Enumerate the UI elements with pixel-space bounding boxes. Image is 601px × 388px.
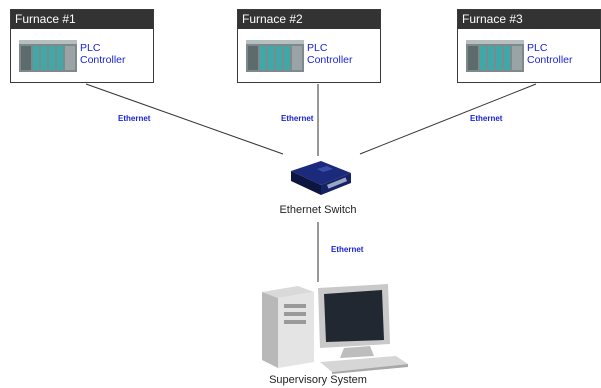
ethernet-label-furnace2: Ethernet <box>281 114 314 123</box>
plc-controller-icon <box>466 40 524 72</box>
plc-label-line2: Controller <box>307 54 353 66</box>
furnace-1-title: Furnace #1 <box>11 10 153 29</box>
furnace-3-box: Furnace #3 PLC Controller <box>457 9 601 83</box>
plc-controller-label: PLC Controller <box>80 42 126 66</box>
plc-controller-icon <box>19 40 77 72</box>
furnace-2-title: Furnace #2 <box>238 10 380 29</box>
ethernet-label-supervisory: Ethernet <box>331 245 364 254</box>
plc-label-line1: PLC <box>527 42 548 54</box>
plc-label-line2: Controller <box>80 54 126 66</box>
link-line-furnace3 <box>359 83 537 155</box>
link-line-furnace1 <box>85 83 284 155</box>
plc-controller-label: PLC Controller <box>307 42 353 66</box>
supervisory-system-label: Supervisory System <box>269 374 367 386</box>
ethernet-switch-label: Ethernet Switch <box>279 204 357 216</box>
plc-label-line1: PLC <box>307 42 328 54</box>
furnace-3-title: Furnace #3 <box>458 10 600 29</box>
plc-label-line1: PLC <box>80 42 101 54</box>
supervisory-computer-icon <box>262 284 408 374</box>
plc-label-line2: Controller <box>527 54 573 66</box>
furnace-1-box: Furnace #1 PLC Controller <box>10 9 154 83</box>
furnace-2-box: Furnace #2 PLC Controller <box>237 9 381 83</box>
plc-controller-icon <box>246 40 304 72</box>
ethernet-label-furnace1: Ethernet <box>118 114 151 123</box>
ethernet-label-furnace3: Ethernet <box>470 114 503 123</box>
plc-controller-label: PLC Controller <box>527 42 573 66</box>
ethernet-switch-icon <box>291 161 351 195</box>
